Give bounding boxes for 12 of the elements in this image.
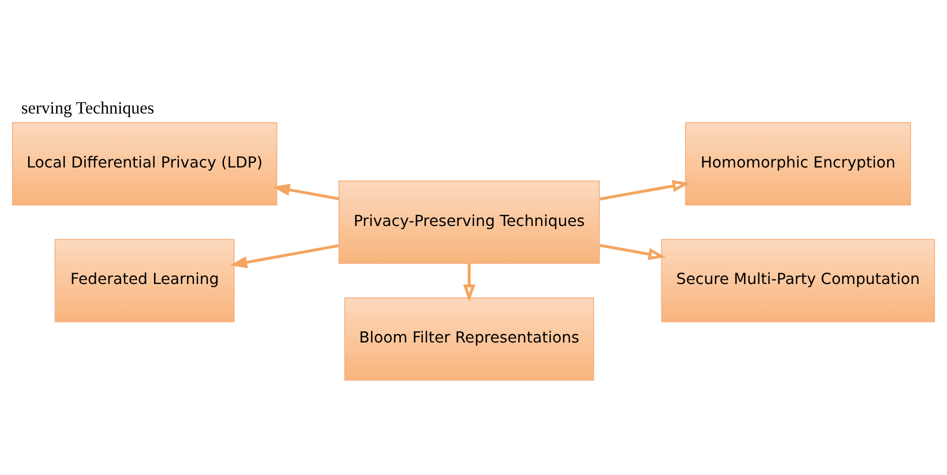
arrow [463, 262, 476, 302]
arrow [600, 180, 690, 200]
node-box: Bloom Filter Representations [344, 296, 594, 380]
arrow [600, 243, 666, 260]
diagram-title: serving Techniques [21, 98, 154, 117]
node-box: Homomorphic Encryption [685, 122, 912, 205]
node-box: Federated Learning [54, 238, 235, 322]
node-box: Secure Multi-Party Computation [661, 238, 935, 322]
node-box: Privacy-Preserving Techniques [338, 180, 600, 264]
arrow [272, 183, 340, 200]
node-box: Local Differential Privacy (LDP) [12, 122, 278, 205]
arrow [230, 244, 339, 268]
